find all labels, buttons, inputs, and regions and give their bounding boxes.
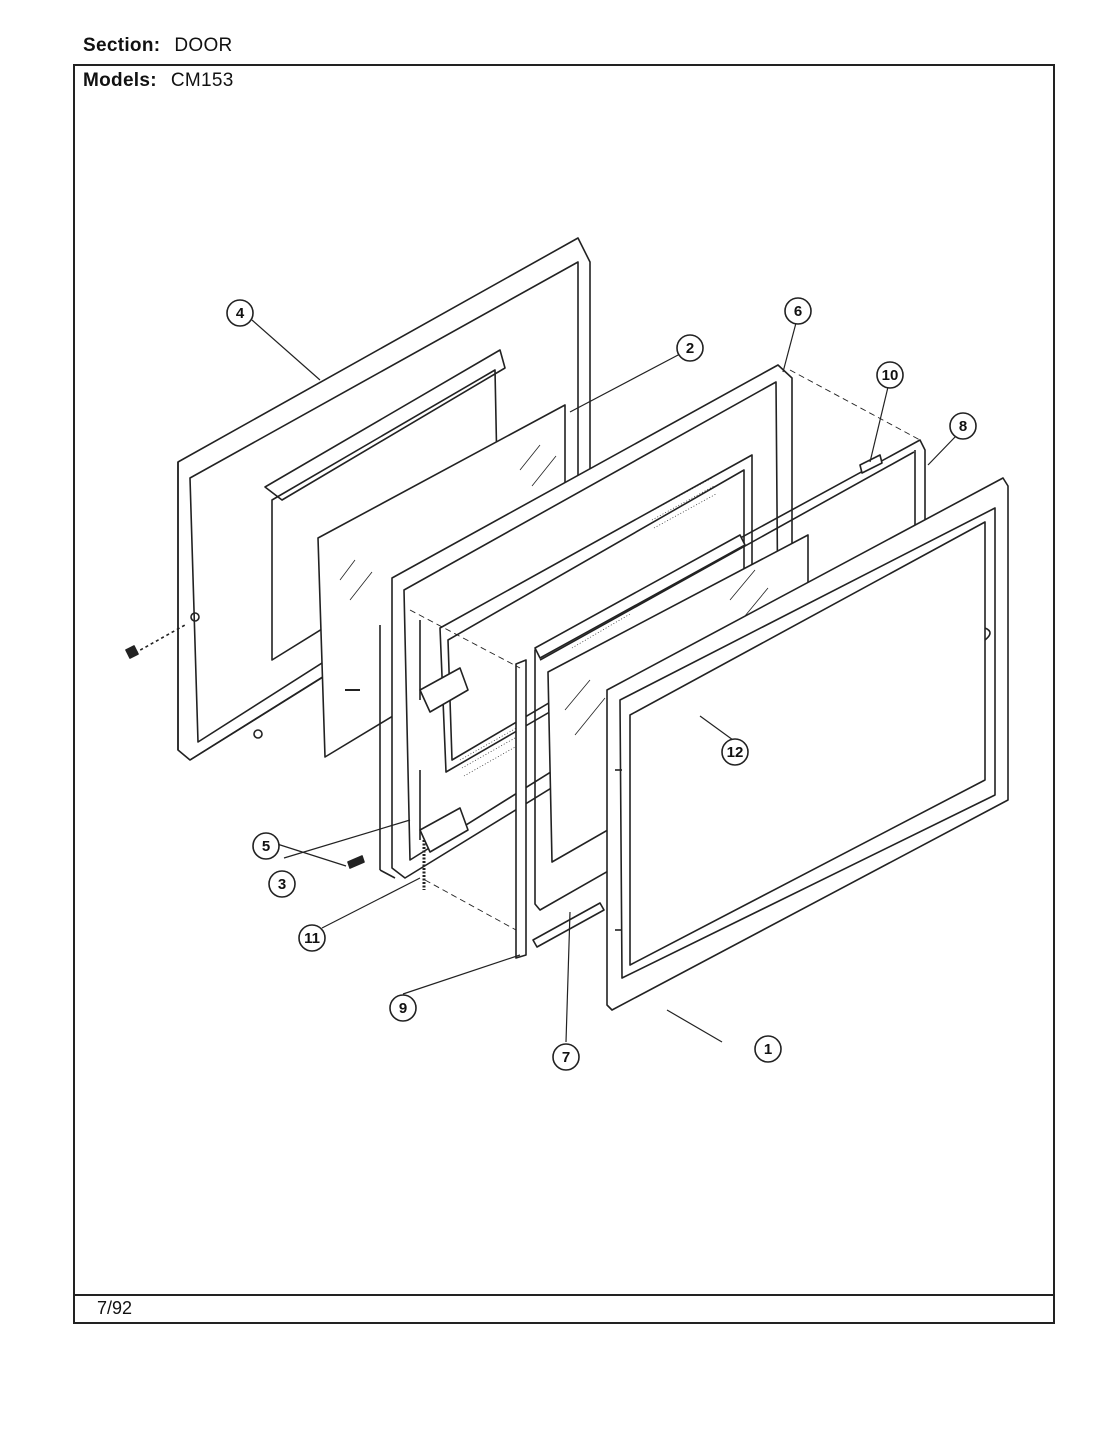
callout-3: 3 [268,870,296,898]
callout-5: 5 [252,832,280,860]
callouts: 4 2 6 10 8 12 5 3 11 9 7 1 [226,297,977,1071]
callout-6-label: 6 [794,303,802,320]
callout-4: 4 [226,299,254,327]
callout-7-label: 7 [562,1049,570,1066]
callout-4-label: 4 [236,305,245,322]
section-heading: Section: DOOR [83,35,233,57]
callout-2: 2 [676,334,704,362]
callout-1: 1 [754,1035,782,1063]
callout-10-label: 10 [882,367,899,384]
callout-12: 12 [721,738,749,766]
callout-8-label: 8 [959,418,967,435]
callout-9-label: 9 [399,1000,407,1017]
callout-5-label: 5 [262,838,270,855]
models-value: CM153 [170,70,234,91]
models-label: Models: [83,70,157,91]
models-heading: Models: CM153 [83,70,234,92]
callout-12-label: 12 [727,744,744,761]
callout-11: 11 [298,924,326,952]
hinge-bracket [419,620,469,853]
callout-3-label: 3 [278,876,286,893]
panel-screw [125,624,186,659]
footer-divider [73,1294,1055,1296]
bottom-channel [532,902,605,948]
trim-screw [347,855,365,869]
callout-10: 10 [876,361,904,389]
leader-lines [251,319,957,1043]
callout-7: 7 [552,1043,580,1071]
callout-1-label: 1 [764,1041,772,1058]
section-value: DOOR [174,35,233,56]
callout-6: 6 [784,297,812,325]
diagram-frame [73,64,1055,1324]
top-channel [534,454,883,659]
callout-11-label: 11 [304,930,320,947]
callout-8: 8 [949,412,977,440]
side-channel [515,659,527,959]
callout-9: 9 [389,994,417,1022]
front-trim-frame [606,477,1009,1011]
section-label: Section: [83,35,161,56]
alignment-lines [409,369,921,931]
callout-2-label: 2 [686,340,694,357]
revision-date: 7/92 [97,1298,133,1318]
